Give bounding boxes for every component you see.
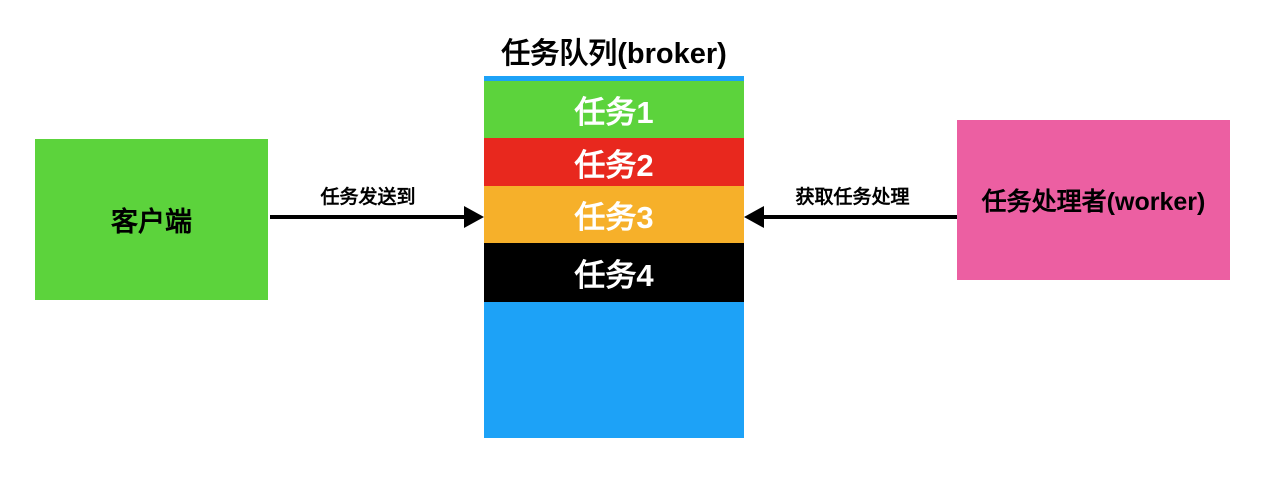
worker-box: 任务处理者(worker) [957, 120, 1230, 280]
client-label: 客户端 [111, 207, 192, 237]
queue-title: 任务队列(broker) [501, 38, 727, 70]
task-row: 任务3 [484, 186, 744, 243]
send-arrow-label: 任务发送到 [320, 187, 416, 208]
client-box: 客户端 [35, 139, 268, 300]
send-arrow [270, 206, 484, 228]
task-row: 任务4 [484, 243, 744, 302]
fetch-arrow [744, 206, 957, 228]
task-queue: 任务1 任务2 任务3 任务4 [484, 76, 744, 438]
arrowhead-right-icon [464, 206, 484, 228]
worker-label: 任务处理者(worker) [981, 188, 1206, 216]
task-row: 任务2 [484, 138, 744, 186]
fetch-arrow-label: 获取任务处理 [795, 187, 910, 208]
task-row: 任务1 [484, 81, 744, 138]
arrowhead-left-icon [744, 206, 764, 228]
